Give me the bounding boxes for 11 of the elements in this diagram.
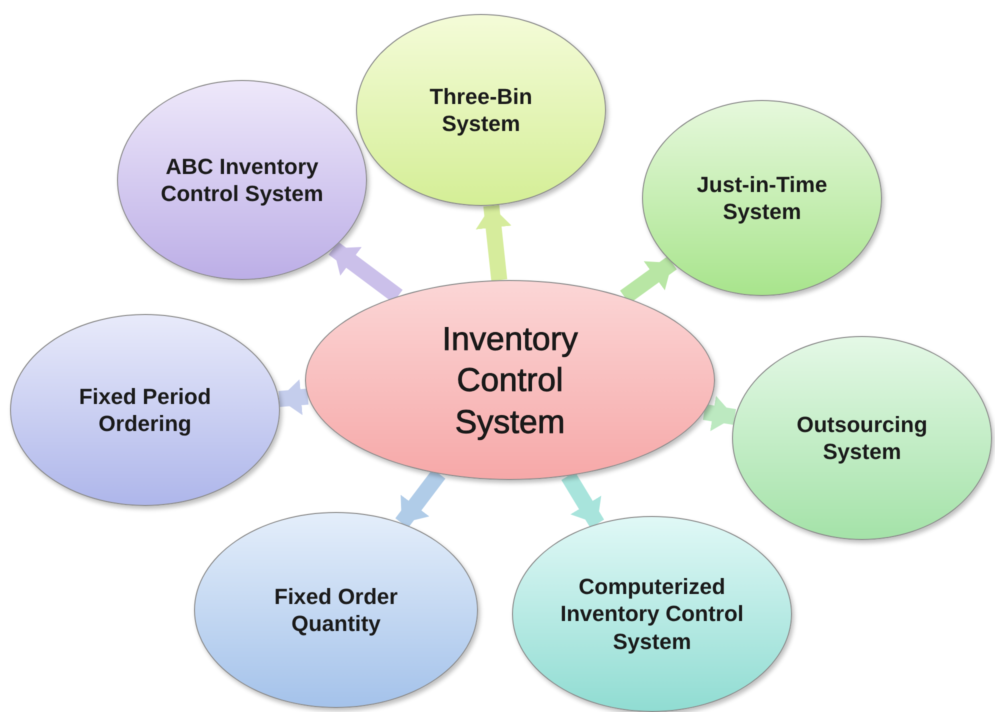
node-label: Just-in-Time System [696, 170, 828, 226]
node-label: ABC Inventory Control System [160, 152, 324, 208]
node-label: Computerized Inventory Control System [559, 572, 745, 656]
block-arrow [278, 379, 309, 416]
node-label: Three-Bin System [428, 82, 534, 138]
node-label: Outsourcing System [796, 410, 928, 466]
node-label: Inventory Control System [441, 319, 579, 442]
node-label: Fixed Period Ordering [78, 382, 212, 438]
block-arrow [476, 204, 512, 281]
block-arrow [702, 396, 736, 432]
node-label: Fixed Order Quantity [273, 582, 399, 638]
